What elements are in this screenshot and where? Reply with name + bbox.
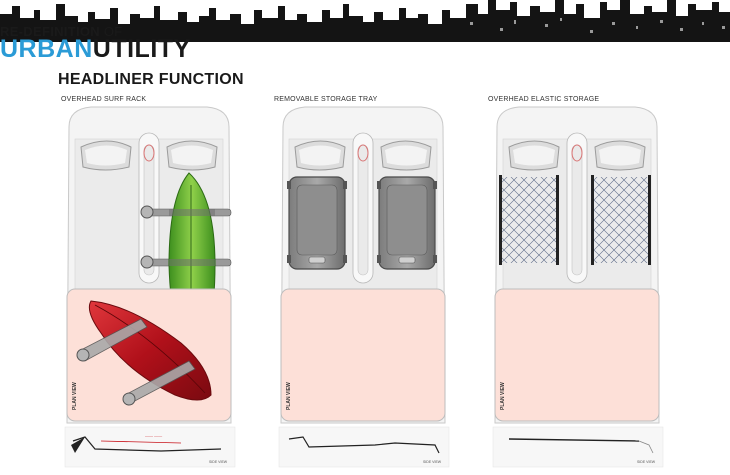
plan-view-label: PLAN VIEW [72,382,78,410]
svg-text:—— ——: —— —— [145,433,162,438]
side-view-label: SIDE VIEW [423,460,442,464]
title-prefix-text: RE-DEFINITION [0,24,100,39]
title-urban-text: URBAN [0,35,93,63]
section-title: HEADLINER FUNCTION [58,71,244,88]
side-view-label: SIDE VIEW [209,460,228,464]
panel-label-elastic-storage: OVERHEAD ELASTIC STORAGE [488,96,600,103]
plan-view-label: PLAN VIEW [286,382,292,410]
panel-label-surf-rack: OVERHEAD SURF RACK [61,96,147,103]
title-of-text: OF [103,24,123,39]
panel-elastic-storage: PLAN VIEW SIDE VIEW [489,105,665,468]
panel-surf-rack: PLAN VIEW —— —— SIDE VIEW [61,105,237,468]
title-main: URBANUTILITY [0,37,191,62]
side-view-label: SIDE VIEW [637,460,656,464]
panel-storage-tray: PLAN VIEW SIDE VIEW [275,105,451,468]
title-prefix: RE-DEFINITION OF [0,24,123,39]
plan-view-label: PLAN VIEW [500,382,506,410]
title-utility-text: UTILITY [92,35,191,63]
panel-label-storage-tray: REMOVABLE STORAGE TRAY [274,96,378,103]
city-skyline-banner [0,0,730,42]
